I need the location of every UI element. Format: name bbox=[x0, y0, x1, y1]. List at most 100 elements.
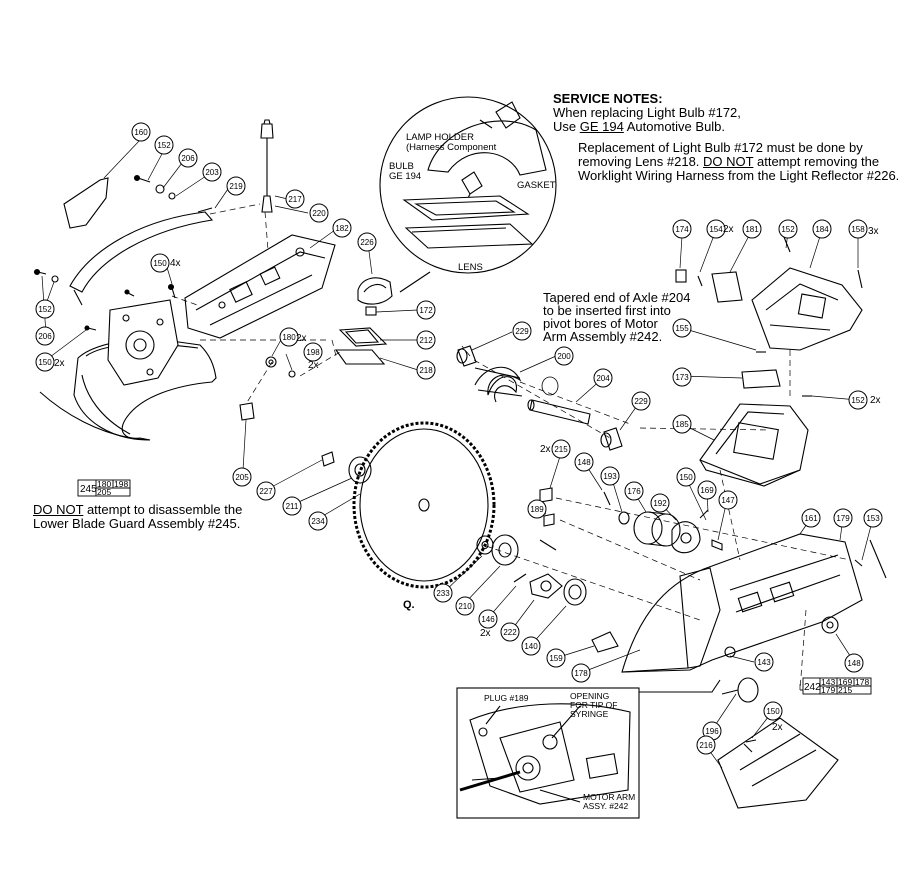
part-callout-circle bbox=[676, 467, 696, 487]
assembly-dashes bbox=[171, 203, 851, 691]
service-line1: When replacing Light Bulb #172, bbox=[553, 105, 741, 120]
part-callout-146: 146 bbox=[478, 609, 498, 629]
part-callout-number: 158 bbox=[851, 225, 865, 234]
part-callout-number: 160 bbox=[134, 128, 148, 137]
part-callout-152: 152 bbox=[848, 390, 868, 410]
part-callout-number: 148 bbox=[847, 659, 861, 668]
part-callout-number: 146 bbox=[481, 615, 495, 624]
part-callout-185: 185 bbox=[672, 414, 692, 434]
part-callout-number: 220 bbox=[312, 209, 326, 218]
part-callout-number: 233 bbox=[436, 589, 450, 598]
part-callout-circle bbox=[303, 342, 323, 362]
part-callout-circle bbox=[672, 367, 692, 387]
part-callout-number: 193 bbox=[603, 472, 617, 481]
replacement-note: Replacement of Light Bulb #172 must be d… bbox=[578, 141, 899, 183]
part-callout-circle bbox=[226, 176, 246, 196]
part-callout-148: 148 bbox=[844, 653, 864, 673]
saw-blade-234 bbox=[352, 421, 496, 589]
part-callout-number: 204 bbox=[596, 374, 610, 383]
screws-upper-left bbox=[33, 174, 213, 331]
part-callout-152: 152 bbox=[35, 299, 55, 319]
part-callout-189: 189 bbox=[527, 499, 547, 519]
part-callout-198: 198 bbox=[303, 342, 323, 362]
part-callout-circle bbox=[706, 219, 726, 239]
assy-245-c3: 205 bbox=[97, 487, 111, 497]
part-callout-circle bbox=[416, 300, 436, 320]
part-callout-number: 178 bbox=[574, 669, 588, 678]
part-callout-circle bbox=[478, 609, 498, 629]
part-callout-180: 180 bbox=[279, 327, 299, 347]
part-callout-circle bbox=[672, 318, 692, 338]
part-callout-number: 173 bbox=[675, 373, 689, 382]
part-callout-206: 206 bbox=[178, 148, 198, 168]
part-callout-number: 184 bbox=[815, 225, 829, 234]
part-callout-161: 161 bbox=[801, 508, 821, 528]
upper-guard-182 bbox=[184, 234, 336, 339]
part-callout-227: 227 bbox=[256, 481, 276, 501]
assy-245-table: 245 180 198 205 bbox=[80, 479, 128, 497]
part-callout-circle bbox=[631, 391, 651, 411]
part-callout-number: 200 bbox=[557, 352, 571, 361]
part-callout-number: 179 bbox=[836, 514, 850, 523]
part-callout-number: 219 bbox=[229, 182, 243, 191]
guard-line1-text: attempt to disassemble the bbox=[86, 502, 243, 517]
assy-242-c5: 215 bbox=[838, 685, 852, 695]
part-callout-circle bbox=[848, 390, 868, 410]
part-callout-circle bbox=[35, 326, 55, 346]
part-callout-number: 210 bbox=[458, 602, 472, 611]
assy-245-c2: 198 bbox=[114, 479, 128, 489]
inset-labels: PLUG #189 OPENING FOR TIP OF SYRINGE MOT… bbox=[484, 691, 635, 811]
part-callout-152: 152 bbox=[154, 135, 174, 155]
part-callout-number: 215 bbox=[554, 445, 568, 454]
part-callout-184: 184 bbox=[812, 219, 832, 239]
part-callout-number: 205 bbox=[235, 473, 249, 482]
part-callout-150: 150 bbox=[35, 352, 55, 372]
part-callout-number: 152 bbox=[38, 305, 52, 314]
part-callout-circle bbox=[256, 481, 276, 501]
part-callout-192: 192 bbox=[650, 493, 670, 513]
service-auto: Automotive Bulb. bbox=[626, 119, 726, 134]
harness-label: (Harness Component bbox=[406, 142, 497, 153]
replace-donot: DO NOT bbox=[703, 154, 754, 169]
part-callout-159: 159 bbox=[546, 648, 566, 668]
knob-217 bbox=[260, 119, 274, 213]
part-callout-211: 211 bbox=[282, 496, 302, 516]
qty-198-2x: 2x bbox=[308, 360, 319, 371]
stray-q: Q. bbox=[403, 599, 415, 611]
part-callout-number: 217 bbox=[288, 195, 302, 204]
part-callout-circle bbox=[357, 232, 377, 252]
qty-158-3x: 3x bbox=[868, 226, 879, 237]
guard-line1: DO NOT attempt to disassemble the bbox=[33, 503, 242, 517]
part-callout-181: 181 bbox=[742, 219, 762, 239]
part-callout-229: 229 bbox=[631, 391, 651, 411]
part-callout-circle bbox=[35, 352, 55, 372]
part-callout-circle bbox=[863, 508, 883, 528]
part-callout-number: 222 bbox=[503, 628, 517, 637]
motor-arm-assembly-242 bbox=[621, 533, 863, 673]
part-callout-number: 198 bbox=[306, 348, 320, 357]
part-callout-150: 150 bbox=[763, 701, 783, 721]
qty-215-2x: 2x bbox=[540, 444, 551, 455]
part-callout-234: 234 bbox=[308, 511, 328, 531]
part-callout-circle bbox=[512, 321, 532, 341]
axle-note: Tapered end of Axle #204 to be inserted … bbox=[543, 291, 690, 343]
part-callout-229: 229 bbox=[512, 321, 532, 341]
part-callout-143: 143 bbox=[754, 652, 774, 672]
part-callout-233: 233 bbox=[433, 583, 453, 603]
qty-150-2x: 2x bbox=[54, 358, 65, 369]
part-callout-number: 174 bbox=[675, 225, 689, 234]
part-callout-200: 200 bbox=[554, 346, 574, 366]
part-callout-number: 185 bbox=[675, 420, 689, 429]
part-callout-203: 203 bbox=[202, 162, 222, 182]
axle-line4: Arm Assembly #242. bbox=[543, 329, 663, 344]
part-callout-155: 155 bbox=[672, 318, 692, 338]
part-callout-number: 196 bbox=[705, 727, 719, 736]
part-callout-152: 152 bbox=[778, 219, 798, 239]
qty-180-2x: 2x bbox=[296, 333, 307, 344]
part-callout-219: 219 bbox=[226, 176, 246, 196]
part-callout-circle bbox=[500, 622, 520, 642]
quantity-labels: 4x 2x 2x 2x 2x 2x 2x 3x 2x 2x bbox=[54, 224, 881, 733]
part-callout-216: 216 bbox=[696, 735, 716, 755]
part-callout-circle bbox=[285, 189, 305, 209]
part-callout-circle bbox=[416, 330, 436, 350]
